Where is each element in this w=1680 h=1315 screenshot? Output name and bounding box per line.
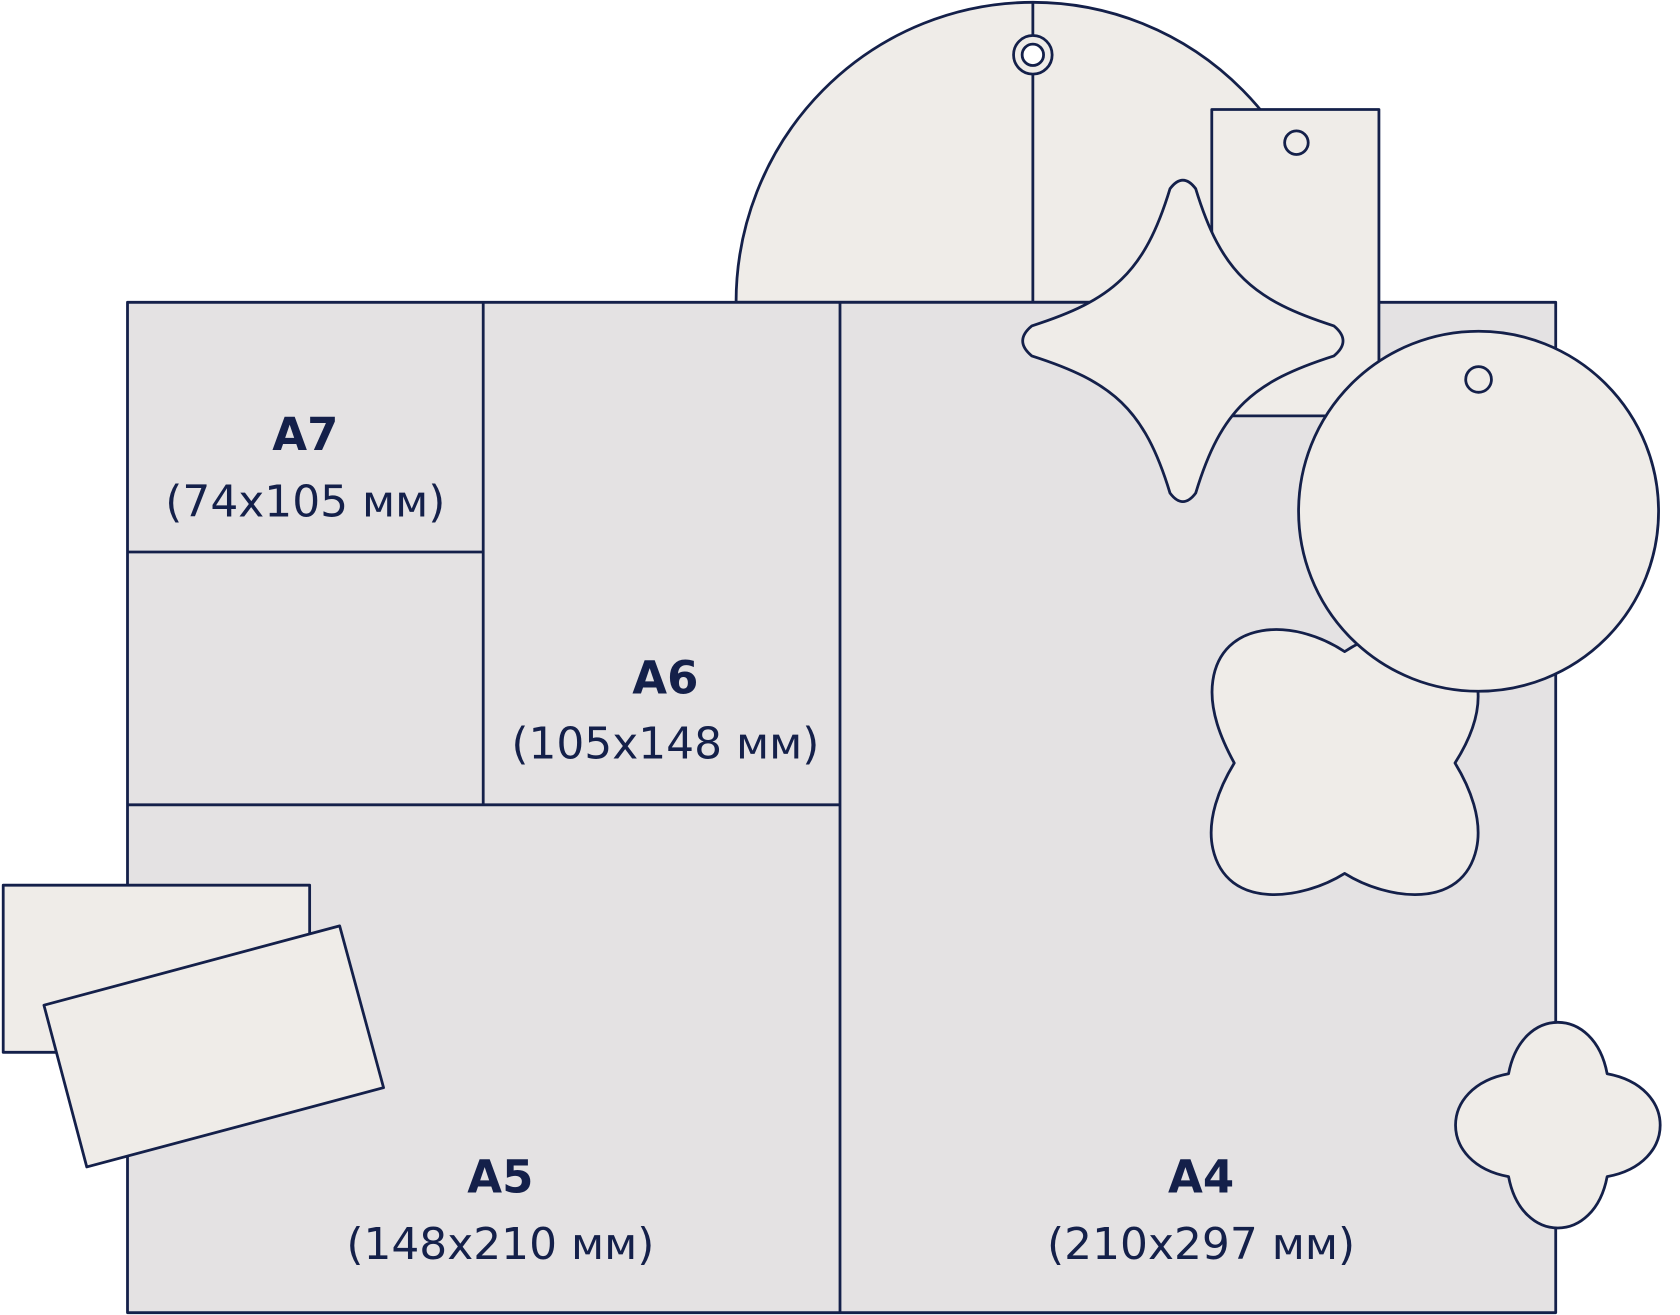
label-a6: A6 (105x148 мм) <box>511 651 819 769</box>
semicircle-eyelet-inner <box>1020 42 1045 67</box>
business-card-front <box>42 924 385 1169</box>
format-name: A5 <box>467 1151 533 1204</box>
format-size: (148x210 мм) <box>346 1219 654 1270</box>
format-name: A4 <box>1168 1151 1234 1204</box>
quatrefoil-tag <box>1454 1021 1662 1230</box>
label-a4: A4 (210x297 мм) <box>1047 1151 1355 1270</box>
round-tag-hole <box>1464 365 1493 394</box>
label-a7: A7 (74x105 мм) <box>165 408 445 527</box>
rect-tag-hole <box>1283 129 1310 156</box>
format-size: (74x105 мм) <box>165 477 445 528</box>
round-tag <box>1297 329 1660 693</box>
format-size: (105x148 мм) <box>511 719 819 770</box>
star-tag <box>1021 178 1345 503</box>
format-size: (210x297 мм) <box>1047 1219 1355 1270</box>
label-a5: A5 (148x210 мм) <box>346 1151 654 1270</box>
format-name: A6 <box>632 651 698 704</box>
butterfly-tag <box>1209 628 1480 896</box>
format-name: A7 <box>272 408 338 461</box>
